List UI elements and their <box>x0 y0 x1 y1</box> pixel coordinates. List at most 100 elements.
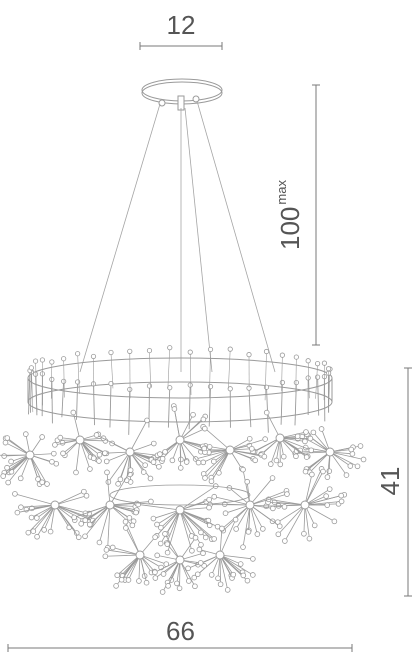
crystal-bead <box>45 482 50 487</box>
crystal-bead <box>324 494 329 499</box>
crystal-bead <box>339 493 344 498</box>
crystal-bead <box>201 460 206 465</box>
ring-rod <box>29 371 30 415</box>
ring-top-edge <box>28 358 332 398</box>
ring-rod-tip <box>33 372 37 376</box>
crystal-bead <box>233 517 238 522</box>
crystal-bead <box>67 525 72 530</box>
crystal-bead <box>148 476 153 481</box>
crystal-bead <box>278 462 283 467</box>
crystal-bead <box>193 584 198 589</box>
crystal-bead <box>3 440 8 445</box>
crystal-bead <box>262 454 267 459</box>
crystal-hub <box>26 451 34 459</box>
crystal-bead <box>223 511 228 516</box>
crystal-bead <box>151 516 156 521</box>
crystal-bead <box>303 469 308 474</box>
crystal-bead <box>94 433 99 438</box>
crystal-bead <box>126 578 131 583</box>
crystal-bead <box>282 504 287 509</box>
crystal-bead <box>115 573 120 578</box>
crystal-rod <box>55 496 87 505</box>
crystal-rod <box>107 472 110 505</box>
crystal-bead <box>119 577 124 582</box>
canopy-cable-grip <box>178 96 184 110</box>
ring-rod-tip <box>188 383 192 387</box>
crystal-bead <box>42 528 47 533</box>
crystal-bead <box>212 494 217 499</box>
crystal-bead <box>202 446 207 451</box>
crystal-bead <box>263 437 268 442</box>
crystal-bead <box>165 550 170 555</box>
crystal-bead <box>231 572 236 577</box>
crystal-bead <box>58 435 63 440</box>
crystal-bead <box>355 464 360 469</box>
ring-rod-tip <box>91 354 95 358</box>
ring-rod-tip <box>280 353 284 357</box>
crystal-bead <box>170 458 175 463</box>
crystal-bead <box>123 526 128 531</box>
crystal-bead <box>241 545 246 550</box>
crystal-bead <box>76 535 81 540</box>
crystal-hub <box>276 434 284 442</box>
crystal-rod <box>174 409 180 440</box>
crystal-hub <box>301 501 309 509</box>
crystal-bead <box>143 463 148 468</box>
crystal-bead <box>1 474 6 479</box>
crystal-hub <box>106 501 114 509</box>
crystal-bead <box>155 553 160 558</box>
crystal-bead <box>282 539 287 544</box>
crystal-bead <box>209 479 214 484</box>
crystal-rod <box>126 528 140 555</box>
crystal-bead <box>199 542 204 547</box>
cable-left <box>80 104 160 372</box>
crystal-bead <box>153 535 158 540</box>
crystal-bead <box>241 573 246 578</box>
crystal-hub <box>136 551 144 559</box>
ring-rod-tip <box>294 380 298 384</box>
crystal-rod <box>305 505 334 521</box>
crystal-hub <box>176 556 184 564</box>
crystal-bead <box>19 505 24 510</box>
crystal-bead <box>277 524 282 529</box>
crystal-bead <box>175 581 180 586</box>
crystal-bead <box>199 530 204 535</box>
crystal-bead <box>304 455 309 460</box>
crystal-bead <box>294 454 299 459</box>
crystal-hub <box>246 501 254 509</box>
crystal-bead <box>83 534 88 539</box>
crystal-bead <box>97 452 102 457</box>
crystal-bead <box>160 590 165 595</box>
crystal-rod <box>305 474 312 505</box>
ring-rod-tip <box>147 348 151 352</box>
crystal-bead <box>110 545 115 550</box>
ring-rod-tip <box>306 376 310 380</box>
crystal-bead <box>325 475 330 480</box>
ring-rod-tip <box>264 385 268 389</box>
crystal-hub <box>76 436 84 444</box>
crystal-rod <box>180 510 218 527</box>
crystal-bead <box>255 532 260 537</box>
dim-label-canopy-width: 12 <box>140 12 222 38</box>
crystal-bead <box>160 456 165 461</box>
ring-rod-tip <box>109 350 113 354</box>
crystal-bead <box>91 456 96 461</box>
crystal-bead <box>276 532 281 537</box>
crystal-bead <box>238 562 243 567</box>
chandelier-body <box>0 345 366 594</box>
crystal-bead <box>2 454 7 459</box>
crystal-bead <box>195 572 200 577</box>
crystal-bead <box>216 576 221 581</box>
crystal-hub <box>226 446 234 454</box>
ring-rod-tip <box>168 345 172 349</box>
crystal-rod <box>305 472 323 505</box>
suspension-cables <box>80 101 275 372</box>
ring-bottom-edge <box>28 382 332 422</box>
crystal-bead <box>234 527 239 532</box>
dim-label-diameter: 66 <box>133 618 228 644</box>
crystal-bead <box>79 521 84 526</box>
ring-rod-tip <box>247 352 251 356</box>
crystal-bead <box>134 510 139 515</box>
crystal-bead <box>50 459 55 464</box>
